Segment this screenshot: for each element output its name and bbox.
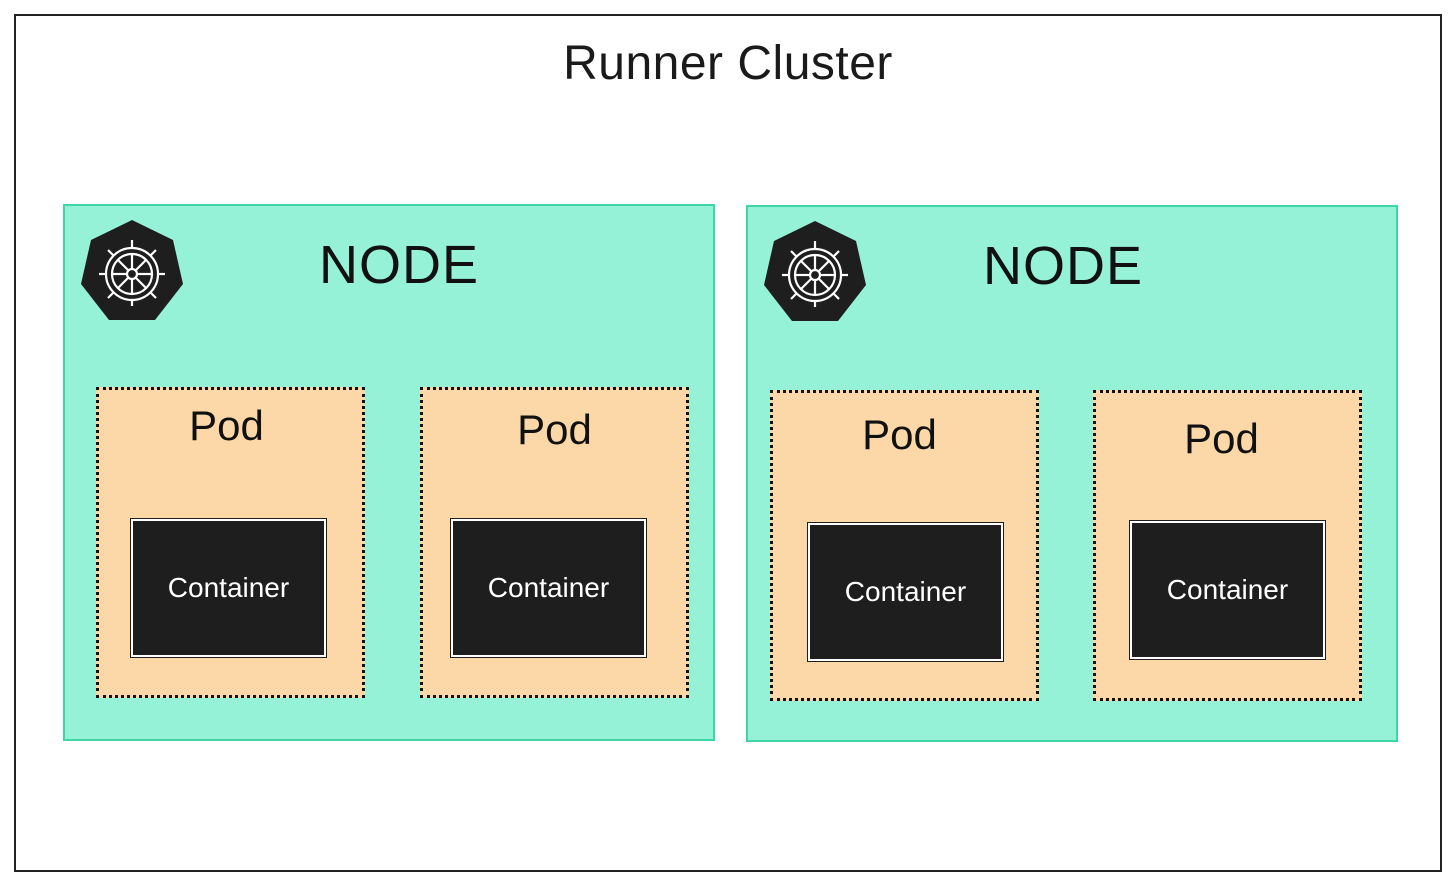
pod-title: Pod bbox=[189, 402, 264, 449]
container-box: Container bbox=[1129, 520, 1326, 660]
pod-title: Pod bbox=[862, 411, 937, 458]
kubernetes-icon bbox=[77, 216, 187, 326]
pod-title: Pod bbox=[517, 406, 592, 453]
node-title: NODE bbox=[983, 236, 1144, 296]
kubernetes-icon bbox=[760, 217, 870, 327]
container-label: Container bbox=[1166, 574, 1289, 605]
node-2: NODE Pod Container Pod Container bbox=[746, 205, 1398, 742]
pod: Pod Container bbox=[96, 387, 365, 698]
container-label: Container bbox=[487, 572, 610, 603]
cluster-title: Runner Cluster bbox=[563, 37, 893, 90]
pod: Pod Container bbox=[1093, 390, 1362, 701]
pod: Pod Container bbox=[770, 390, 1039, 701]
container-box: Container bbox=[807, 522, 1004, 662]
node-title: NODE bbox=[319, 235, 480, 295]
container-box: Container bbox=[130, 518, 327, 658]
container-box: Container bbox=[450, 518, 647, 658]
pod: Pod Container bbox=[420, 387, 689, 698]
node-1: NODE Pod Container Pod Container bbox=[63, 204, 715, 741]
container-label: Container bbox=[844, 576, 967, 607]
container-label: Container bbox=[167, 572, 290, 603]
pod-title: Pod bbox=[1184, 415, 1259, 462]
